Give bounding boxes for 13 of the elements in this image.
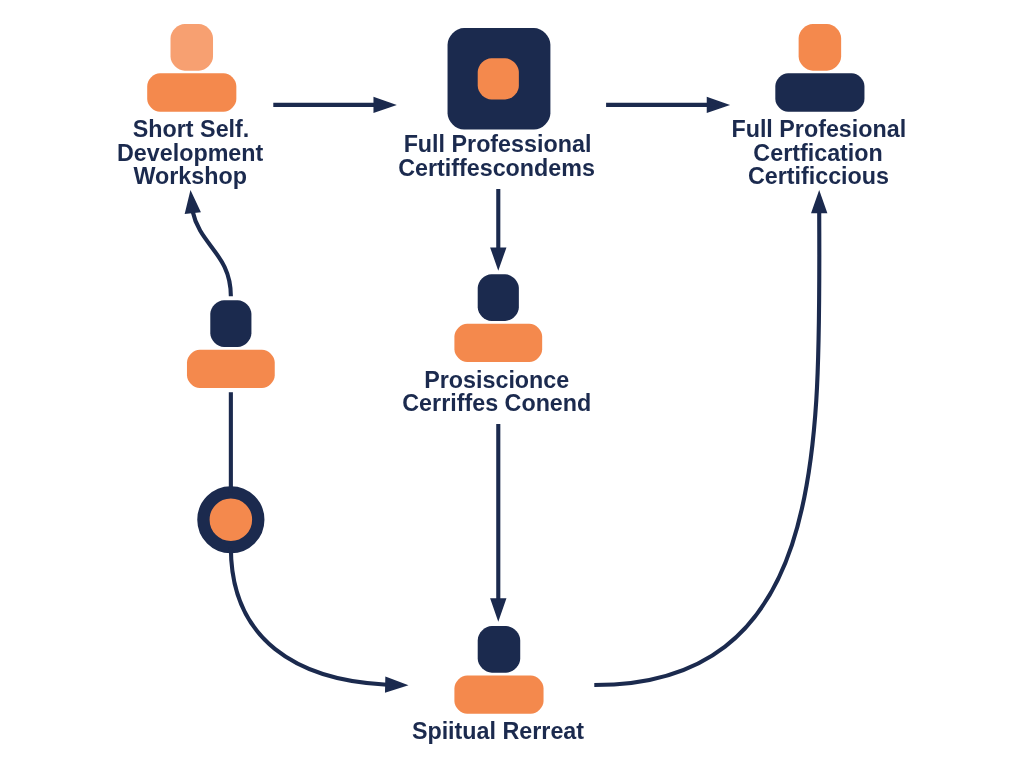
arrow: [273, 96, 397, 114]
node-circle: [197, 486, 265, 554]
arrow: [184, 189, 233, 297]
node-label: Full Professional Certiffescondems: [398, 131, 595, 181]
arrow: [490, 189, 507, 271]
arrow: [594, 189, 828, 688]
arrow: [490, 424, 507, 622]
node-label: Full Profesional Certfication Certificcious: [731, 116, 907, 189]
arrow: [606, 96, 731, 114]
node-label: Short Self. Development Workshop: [117, 116, 264, 189]
node-label: Spiitual Rerreat: [411, 718, 585, 745]
node-label: Prosiscionce Cerriffes Conend: [402, 366, 592, 416]
node-box: [447, 28, 551, 130]
